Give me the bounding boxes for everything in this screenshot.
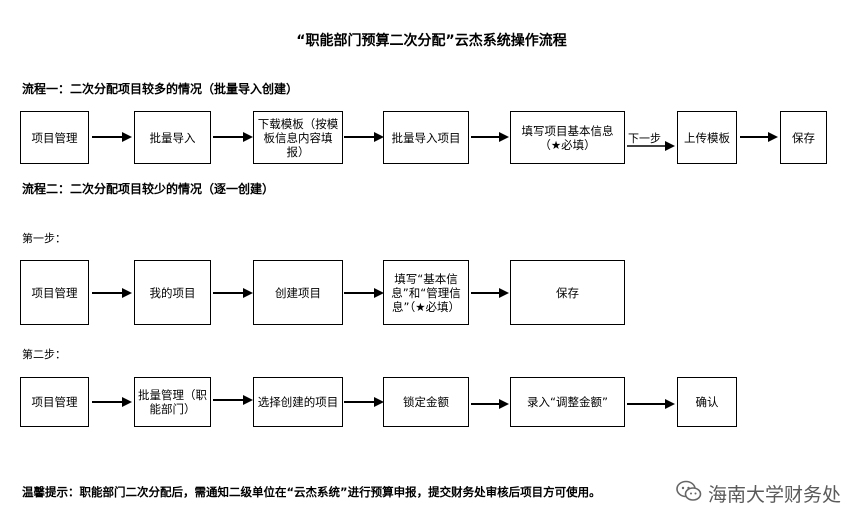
watermark: 海南大学财务处 (675, 480, 841, 507)
flow2-step2-arrow-3 (344, 396, 384, 408)
flow1-arrow-6 (740, 131, 778, 143)
watermark-text: 海南大学财务处 (707, 484, 841, 506)
flow2-step2-label: 第二步： (22, 348, 66, 361)
flow2-step2-box-batch-management: 批量管理（职能部门） (134, 377, 211, 427)
flow2-step2-box-enter-adjustment: 录入“调整金额” (510, 377, 625, 427)
flow1-heading: 流程一：二次分配项目较多的情况（批量导入创建） (22, 82, 299, 96)
flow2-step1-arrow-3 (344, 287, 384, 299)
flow2-step2-arrow-4 (471, 398, 509, 410)
flow2-step2-arrow-5 (627, 398, 675, 410)
flow2-step1-box-save: 保存 (510, 260, 625, 325)
wechat-icon (676, 480, 702, 507)
flow1-arrow-2 (213, 131, 253, 143)
flow1-box-project-management: 项目管理 (20, 111, 89, 164)
flow2-step1-arrow-1 (92, 287, 132, 299)
flow1-box-batch-import-projects: 批量导入项目 (383, 111, 469, 164)
flow1-arrow-1 (92, 131, 132, 143)
flow1-arrow-3 (344, 131, 384, 143)
flow2-step2-arrow-1 (92, 396, 132, 408)
flow1-box-fill-basic-info: 填写项目基本信息（★必填） (510, 111, 625, 164)
flow1-box-upload-template: 上传模板 (677, 111, 737, 164)
tip-text: 温馨提示：职能部门二次分配后，需通知二级单位在“云杰系统”进行预算申报，提交财务… (22, 485, 601, 499)
diagram-title: “职能部门预算二次分配”云杰系统操作流程 (296, 33, 567, 49)
flow2-step1-arrow-2 (213, 287, 253, 299)
flow1-arrow-5 (627, 140, 675, 152)
flow1-box-save: 保存 (780, 111, 827, 164)
flow2-heading: 流程二：二次分配项目较少的情况（逐一创建） (22, 182, 275, 196)
flow1-box-batch-import: 批量导入 (134, 111, 211, 164)
flow2-step2-arrow-2 (213, 394, 253, 406)
flow2-step2-box-project-management: 项目管理 (20, 377, 89, 427)
flow1-arrow-4 (471, 131, 509, 143)
flow2-step2-box-lock-amount: 锁定金额 (383, 377, 469, 427)
flow2-step1-box-create-project: 创建项目 (253, 260, 343, 325)
flow2-step2-box-select-project: 选择创建的项目 (253, 377, 343, 427)
flow2-step1-arrow-4 (471, 287, 509, 299)
flow2-step1-label: 第一步： (22, 232, 66, 245)
flow1-box-download-template: 下载模板（按模板信息内容填报） (253, 111, 343, 164)
flow2-step1-box-my-projects: 我的项目 (134, 260, 211, 325)
flow1-next-step-label: 下一步 (628, 132, 661, 145)
flow2-step1-box-project-management: 项目管理 (20, 260, 89, 325)
flow2-step2-box-confirm: 确认 (677, 377, 737, 427)
flow2-step1-box-fill-info: 填写“基本信息”和“管理信息”（★必填） (383, 260, 469, 325)
